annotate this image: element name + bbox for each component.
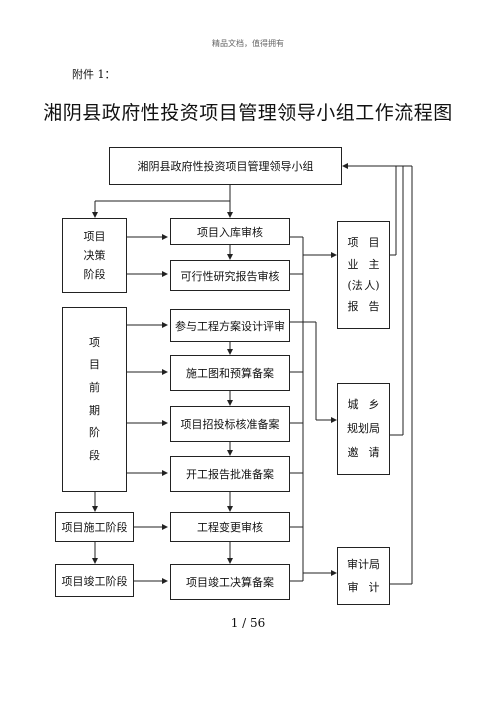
stage-pre-line-1: 项	[89, 335, 100, 349]
step-label: 参与工程方案设计评审	[175, 319, 285, 333]
owner-text: 项	[347, 236, 359, 250]
audit-text: 计	[368, 581, 380, 594]
stage-pre-line-5: 阶	[89, 426, 100, 440]
planning-text: 乡	[368, 397, 380, 411]
planning-text: 邀	[347, 446, 359, 460]
header-note: 精品文档，值得拥有	[212, 39, 284, 48]
stage-decision-line-1: 项目	[83, 229, 106, 243]
planning-bureau-box: 城乡 规划局 邀请	[337, 383, 390, 475]
owner-text: 报	[347, 300, 359, 314]
owner-text: (法	[347, 279, 363, 292]
stage-completion-box: 项目竣工阶段	[55, 564, 134, 597]
page-number: 1 / 56	[230, 616, 266, 630]
step-box: 工程变更审核	[170, 512, 290, 542]
audit-text: 审计局	[347, 557, 380, 571]
step-box: 项目入库审核	[170, 218, 290, 245]
stage-construction-label: 项目施工阶段	[61, 521, 128, 534]
attachment-label: 附件 1：	[72, 68, 116, 81]
step-box: 项目竣工决算备案	[170, 564, 290, 600]
step-box: 参与工程方案设计评审	[170, 309, 290, 342]
stage-pre-line-4: 期	[89, 403, 100, 417]
planning-text: 规划局	[347, 421, 380, 435]
stage-completion-label: 项目竣工阶段	[61, 574, 128, 588]
owner-text: 业	[347, 257, 359, 271]
step-label: 项目竣工决算备案	[186, 576, 274, 589]
owner-text: 告	[368, 300, 380, 314]
stage-decision-line-3: 阶段	[83, 268, 106, 282]
step-box: 可行性研究报告审核	[170, 260, 290, 291]
planning-text: 城	[347, 397, 359, 411]
stage-decision-line-2: 决策	[83, 248, 106, 262]
step-label: 项目入库审核	[197, 225, 263, 239]
audit-text: 审	[347, 581, 359, 594]
step-box: 施工图和预算备案	[170, 355, 290, 391]
stage-pre-line-6: 段	[89, 448, 100, 462]
stage-pre-line-3: 前	[89, 380, 100, 394]
stage-construction-box: 项目施工阶段	[55, 512, 134, 542]
stage-pre-line-2: 目	[89, 358, 100, 372]
step-label: 工程变更审核	[197, 521, 263, 534]
step-label: 可行性研究报告审核	[180, 269, 280, 283]
planning-text: 请	[368, 446, 380, 460]
stage-pre-box: 项 目 前 期 阶 段	[62, 307, 127, 492]
page-title: 湘阴县政府性投资项目管理领导小组工作流程图	[43, 102, 453, 124]
step-label: 项目招投标核准备案	[180, 418, 280, 431]
step-box: 开工报告批准备案	[170, 456, 290, 492]
stage-decision-box: 项目 决策 阶段	[62, 218, 127, 293]
step-label: 开工报告批准备案	[186, 468, 274, 481]
step-box: 项目招投标核准备案	[170, 406, 290, 442]
audit-bureau-box: 审计局 审计	[337, 547, 390, 605]
step-label: 施工图和预算备案	[186, 367, 274, 380]
leadership-group-label: 湘阴县政府性投资项目管理领导小组	[137, 160, 314, 173]
owner-text: 目	[368, 236, 380, 250]
leadership-group-box: 湘阴县政府性投资项目管理领导小组	[109, 147, 342, 185]
owner-text: 人)	[364, 279, 380, 292]
owner-text: 主	[368, 257, 380, 271]
owner-report-box: 项目 业主 (法人) 报告	[337, 221, 390, 329]
